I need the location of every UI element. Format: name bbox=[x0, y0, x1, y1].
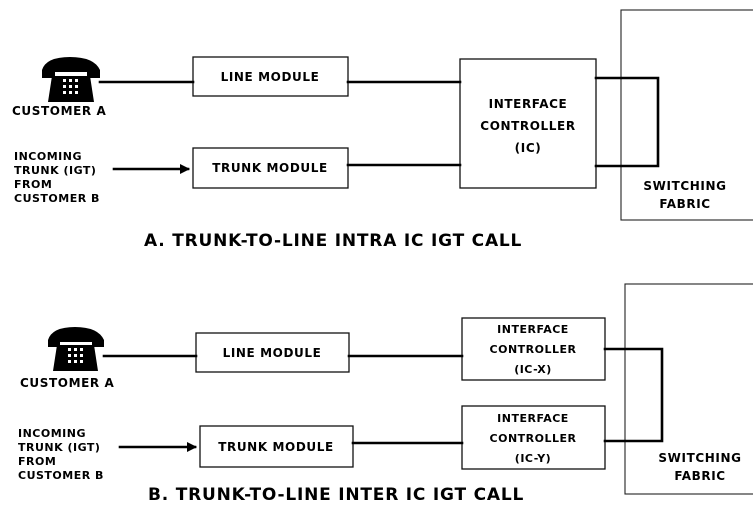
ic-a-label-3: (IC) bbox=[515, 141, 542, 155]
incoming-label-a-3: FROM bbox=[14, 178, 52, 191]
panel-a: SWITCHING FABRIC CUSTOMER A LINE MODULE … bbox=[12, 9, 753, 251]
fabric-loop-wire-a bbox=[594, 76, 660, 168]
fabric-inter-ic-wire-b bbox=[603, 347, 664, 443]
trunk-module-b bbox=[199, 425, 354, 468]
incoming-label-b-1: INCOMING bbox=[18, 427, 86, 440]
interface-controller-x bbox=[461, 317, 606, 381]
incoming-label-b-3: FROM bbox=[18, 455, 56, 468]
line-module-a-label: LINE MODULE bbox=[221, 70, 320, 84]
telephone-icon bbox=[48, 327, 104, 371]
switching-fabric-b-label-1: SWITCHING bbox=[658, 451, 741, 465]
trunk-module-a bbox=[192, 147, 349, 189]
line-module-a bbox=[192, 56, 349, 97]
switching-fabric-b-label-2: FABRIC bbox=[674, 469, 725, 483]
incoming-label-a-2: TRUNK (IGT) bbox=[14, 164, 96, 177]
ic-y-label-3: (IC-Y) bbox=[515, 452, 551, 465]
panel-b: SWITCHING FABRIC CUSTOMER A LINE MODULE … bbox=[18, 283, 753, 505]
interface-controller-y bbox=[461, 405, 606, 470]
incoming-label-b-2: TRUNK (IGT) bbox=[18, 441, 100, 454]
caption-a: A. TRUNK-TO-LINE INTRA IC IGT CALL bbox=[144, 231, 522, 251]
ic-y-label-2: CONTROLLER bbox=[490, 432, 577, 445]
customer-a-label: CUSTOMER A bbox=[12, 104, 107, 118]
telephone-icon bbox=[42, 57, 100, 102]
ic-x-label-3: (IC-X) bbox=[514, 363, 552, 376]
trunk-module-b-label: TRUNK MODULE bbox=[218, 440, 334, 454]
switching-fabric-a bbox=[620, 9, 753, 221]
customer-a-label: CUSTOMER A bbox=[20, 376, 115, 390]
line-module-b bbox=[195, 332, 350, 373]
caption-b: B. TRUNK-TO-LINE INTER IC IGT CALL bbox=[148, 485, 524, 505]
switching-fabric-b bbox=[624, 283, 753, 495]
switching-fabric-a-label-2: FABRIC bbox=[659, 197, 710, 211]
ic-x-label-2: CONTROLLER bbox=[490, 343, 577, 356]
ic-y-label-1: INTERFACE bbox=[497, 412, 569, 425]
ic-a-label-1: INTERFACE bbox=[489, 97, 568, 111]
incoming-label-b-4: CUSTOMER B bbox=[18, 469, 104, 482]
incoming-label-a-1: INCOMING bbox=[14, 150, 82, 163]
ic-a-label-2: CONTROLLER bbox=[480, 119, 575, 133]
ic-x-label-1: INTERFACE bbox=[497, 323, 569, 336]
incoming-label-a-4: CUSTOMER B bbox=[14, 192, 100, 205]
interface-controller-a bbox=[459, 58, 597, 189]
line-module-b-label: LINE MODULE bbox=[223, 346, 322, 360]
switching-fabric-a-label-1: SWITCHING bbox=[643, 179, 726, 193]
trunk-module-a-label: TRUNK MODULE bbox=[212, 161, 328, 175]
